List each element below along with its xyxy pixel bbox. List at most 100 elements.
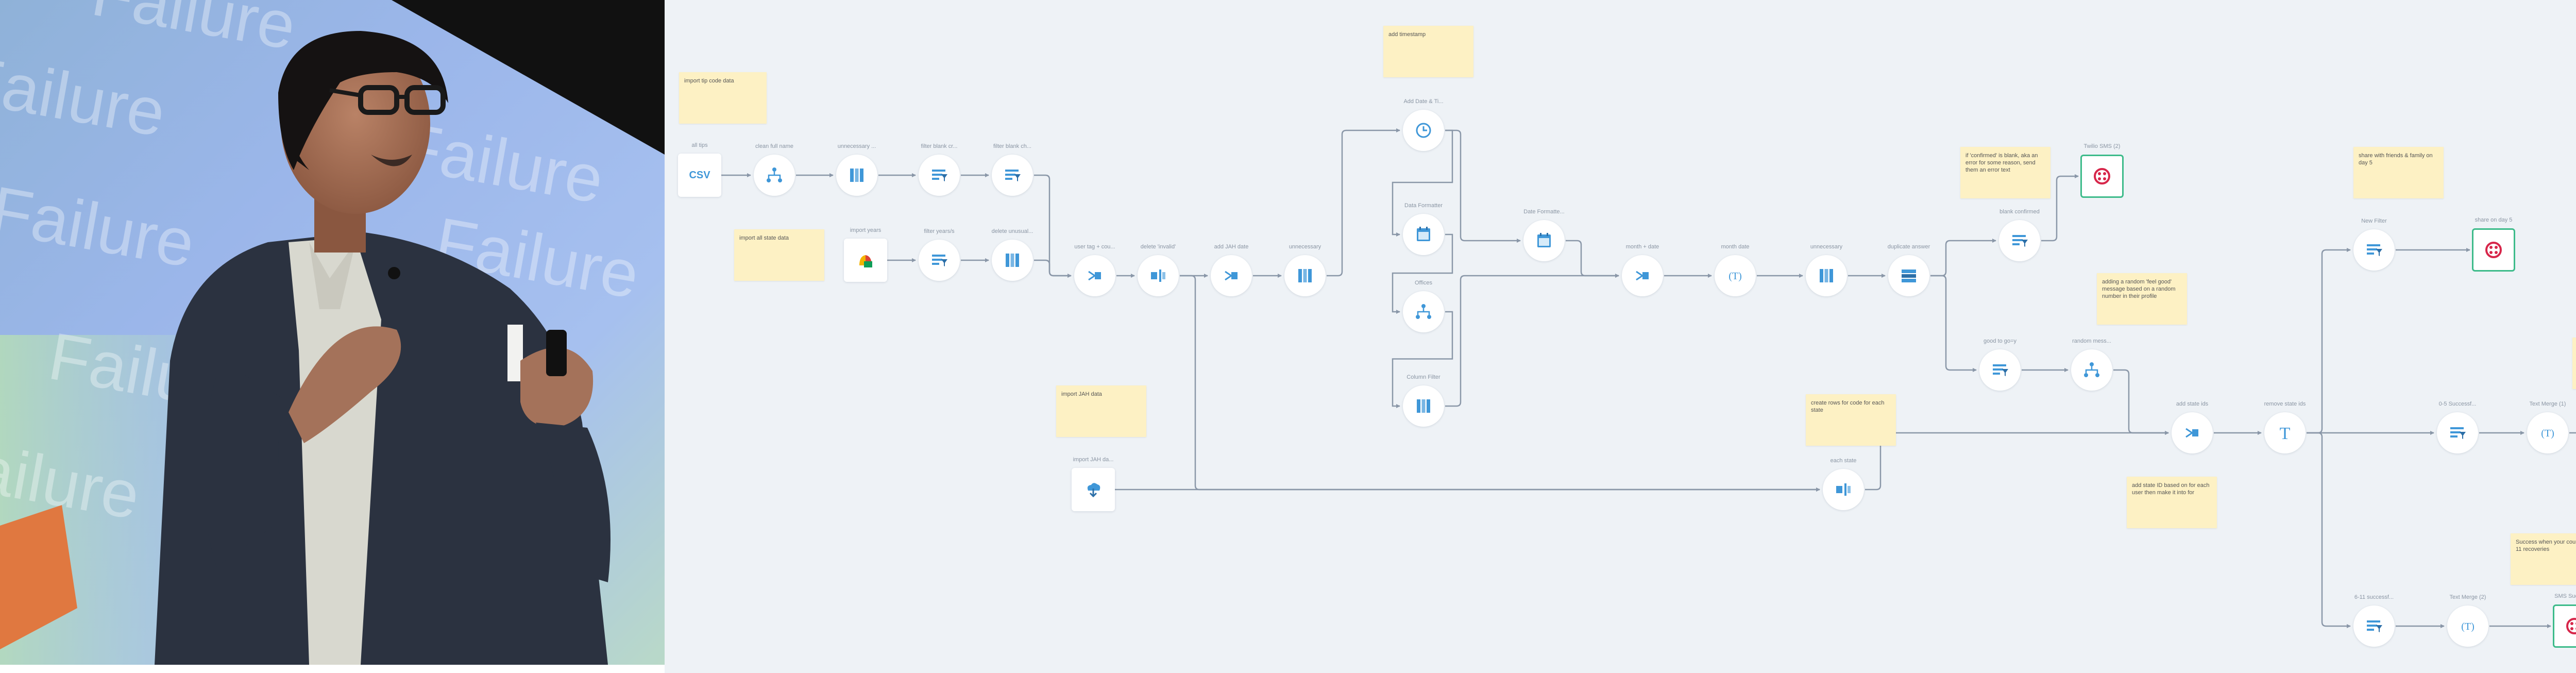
sticky-note[interactable]: import tip code data <box>679 72 767 124</box>
connector-edge[interactable] <box>1034 259 1072 278</box>
svg-text:(T): (T) <box>2541 428 2554 439</box>
node-label: add state ids <box>2176 401 2209 407</box>
workflow-node[interactable] <box>919 240 960 281</box>
workflow-node[interactable]: CSV <box>678 154 721 197</box>
connector-edge[interactable] <box>1445 129 1521 243</box>
connector-edge[interactable] <box>1327 128 1400 277</box>
workflow-node[interactable] <box>919 155 960 196</box>
node-label: each state <box>1830 458 1857 464</box>
node-label: Date Formatte... <box>1523 209 1565 215</box>
node-label: filter years/s <box>924 228 955 234</box>
filter-icon <box>2367 620 2382 632</box>
join-icon <box>2185 428 2198 438</box>
workflow-node[interactable]: T <box>2264 412 2306 453</box>
workflow-node[interactable] <box>2437 412 2478 453</box>
workflow-node[interactable] <box>2472 228 2515 272</box>
sticky-note[interactable]: add state ID based on for each user then… <box>2127 477 2217 528</box>
tree-icon <box>2084 362 2099 377</box>
node-label: filter blank cr... <box>921 143 958 149</box>
sticky-note[interactable]: import JAH data <box>1056 385 1146 437</box>
download-icon <box>1087 483 1100 498</box>
sticky-note[interactable]: if 'confirmed' is blank, aka an error fo… <box>1960 147 2050 198</box>
node-label: Column Filter <box>1406 374 1440 380</box>
svg-text:(T): (T) <box>1728 271 1742 282</box>
workflow-node[interactable] <box>836 155 877 196</box>
workflow-node[interactable] <box>1823 469 1864 510</box>
node-label: random mess... <box>2072 338 2111 344</box>
node-label: Text Merge (1) <box>2529 401 2566 407</box>
workflow-node[interactable] <box>2071 349 2112 391</box>
workflow-node[interactable] <box>2353 229 2395 271</box>
node-label: duplicate answer <box>1887 244 1930 250</box>
columns-icon <box>1820 269 1833 282</box>
sticky-note[interactable]: add timestamp <box>1383 26 1473 77</box>
columns-icon <box>1417 399 1430 413</box>
workflow-node[interactable] <box>754 155 795 196</box>
connector-edge[interactable] <box>1392 233 1453 314</box>
workflow-node[interactable]: (T) <box>2527 412 2568 453</box>
workflow-node[interactable] <box>2172 412 2213 453</box>
node-label: share on day 5 <box>2475 217 2513 223</box>
workflow-node[interactable] <box>992 240 1033 281</box>
connector-edge[interactable] <box>1392 311 1453 408</box>
text-big-icon: T <box>2280 424 2291 443</box>
connector-edge[interactable] <box>1865 431 2169 491</box>
workflow-node[interactable] <box>1211 255 1252 296</box>
workflow-node[interactable] <box>1072 468 1115 511</box>
text-icon: (T) <box>1728 271 1742 282</box>
calendar-icon <box>1537 233 1551 247</box>
node-label: unnecessary <box>1810 244 1843 250</box>
workflow-node[interactable] <box>1403 214 1444 255</box>
tree-icon <box>767 167 782 182</box>
workflow-node[interactable] <box>992 155 1033 196</box>
csv-icon: CSV <box>689 169 710 181</box>
workflow-node[interactable] <box>1888 255 1929 296</box>
workflow-node[interactable] <box>1403 110 1444 151</box>
filter-icon <box>2012 235 2028 247</box>
twilio-icon <box>2566 618 2576 634</box>
sticky-note[interactable]: import all state data <box>734 229 824 281</box>
workflow-node[interactable] <box>844 239 887 282</box>
connector-edge[interactable] <box>1930 275 1977 372</box>
node-label: user tag + cou... <box>1074 244 1115 250</box>
workflow-node[interactable] <box>1074 255 1115 296</box>
workflow-node[interactable] <box>2080 155 2124 198</box>
node-label: SMS Success... <box>2554 593 2576 599</box>
node-label: remove state ids <box>2264 401 2306 407</box>
connector-edge[interactable] <box>1445 274 1619 407</box>
sticky-note[interactable]: Success when your county has 11 recoveri… <box>2511 533 2576 585</box>
workflow-node[interactable] <box>1284 255 1326 296</box>
node-label: blank confirmed <box>1999 209 2040 215</box>
workflow-node[interactable]: (T) <box>1715 255 1756 296</box>
node-label: unnecessary ... <box>837 143 876 149</box>
workflow-node[interactable] <box>1403 291 1444 332</box>
workflow-node[interactable] <box>1622 255 1663 296</box>
sticky-note[interactable]: share with friends & family on day 5 <box>2353 147 2444 198</box>
workflow-node[interactable]: (T) <box>2447 605 2488 647</box>
svg-text:T: T <box>2280 424 2291 443</box>
node-label: import years <box>850 227 882 233</box>
workflow-node[interactable] <box>1999 220 2040 261</box>
workflow-node[interactable] <box>1523 220 1565 261</box>
sticky-note[interactable]: adding a random 'feel good' message base… <box>2097 273 2187 325</box>
node-label: import JAH da... <box>1073 457 1114 463</box>
workflow-node[interactable] <box>2353 605 2395 647</box>
workflow-node[interactable] <box>1403 385 1444 427</box>
sticky-note[interactable]: create rows for code for each state <box>1806 394 1896 446</box>
clock-icon <box>1416 123 1431 138</box>
columns-icon <box>850 169 863 182</box>
node-label: Data Formatter <box>1404 203 1443 209</box>
connector-edge[interactable] <box>2041 174 2079 242</box>
columns-icon <box>1298 269 1312 282</box>
workflow-node[interactable] <box>1138 255 1179 296</box>
node-label: Text Merge (2) <box>2449 594 2486 600</box>
sticky-note[interactable]: Success when your county has 0-5 recover… <box>2572 338 2576 389</box>
connector-edge[interactable] <box>2307 432 2351 628</box>
workflow-node[interactable] <box>2553 604 2576 648</box>
split-icon <box>1836 483 1851 496</box>
connector-edge[interactable] <box>1180 275 1820 492</box>
workflow-node[interactable] <box>1979 349 2021 391</box>
filter-icon <box>932 255 947 266</box>
workflow-node[interactable] <box>1806 255 1847 296</box>
